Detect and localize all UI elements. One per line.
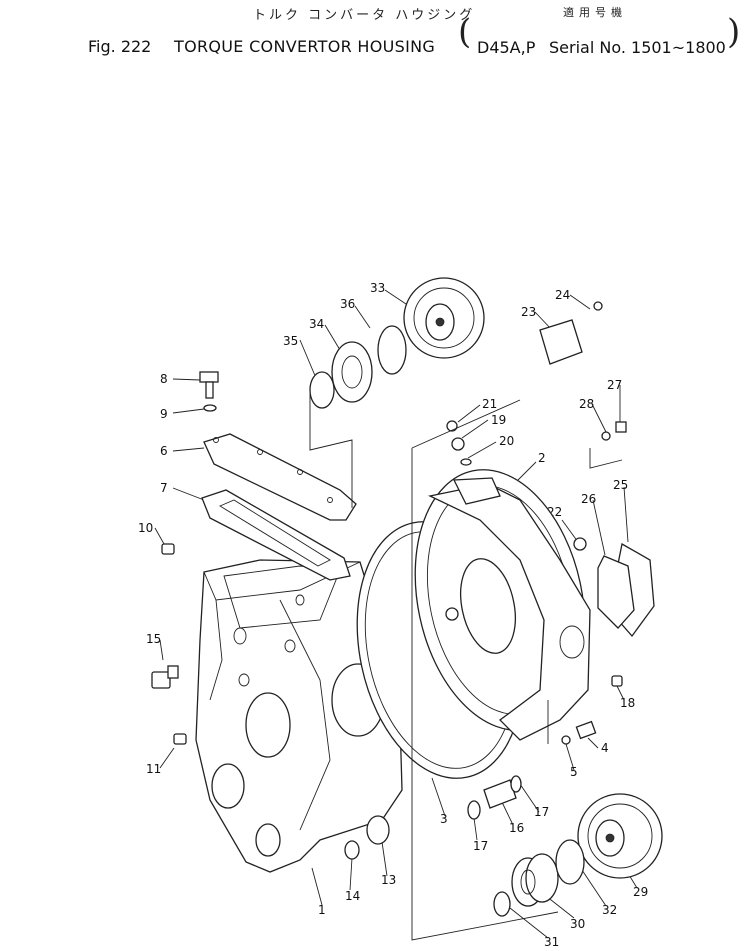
sleeve-16 [467, 775, 522, 820]
callout-5: 5 [570, 765, 578, 779]
bearing-30 [493, 839, 585, 917]
cover-gasket [201, 489, 351, 581]
bolt-8 [199, 371, 219, 412]
plug-11 [173, 733, 187, 745]
flywheel-housing [414, 469, 591, 741]
callout-16: 16 [509, 821, 524, 835]
callout-1: 1 [318, 903, 326, 917]
japanese-applicable-label: 適用号機 [563, 6, 627, 19]
callout-20: 20 [499, 434, 514, 448]
callout-11: 11 [146, 762, 161, 776]
callout-13: 13 [381, 873, 396, 887]
plug-13 [344, 815, 390, 860]
callout-36: 36 [340, 297, 355, 311]
callout-25: 25 [613, 478, 628, 492]
callout-23: 23 [521, 305, 536, 319]
callout-33: 33 [370, 281, 385, 295]
figure-number: Fig. 222 [88, 37, 152, 56]
open-paren: ( [458, 12, 472, 52]
callout-7: 7 [160, 481, 168, 495]
bolt-27-28 [601, 421, 627, 441]
cover-plate [203, 433, 357, 521]
converter-housing [195, 559, 403, 873]
callout-30: 30 [570, 917, 585, 931]
callout-32: 32 [602, 903, 617, 917]
plug-18 [611, 675, 623, 687]
japanese-title: トルク コンバータ ハウジング [253, 8, 476, 23]
callout-26: 26 [581, 492, 596, 506]
callout-14: 14 [345, 889, 360, 903]
callout-3: 3 [440, 812, 448, 826]
callout-29: 29 [633, 885, 648, 899]
assembly-axis-lines [309, 394, 623, 941]
callout-35: 35 [283, 334, 298, 348]
callout-27: 27 [607, 378, 622, 392]
model-label: D45A,P [477, 38, 536, 57]
callout-17-a: 17 [473, 839, 488, 853]
close-paren: ) [727, 12, 741, 52]
callout-21: 21 [482, 397, 497, 411]
bearing-34 [309, 325, 407, 409]
serial-range: Serial No. 1501~1800 [549, 38, 726, 57]
gear-33 [403, 277, 485, 359]
page-title: TORQUE CONVERTOR HOUSING [174, 37, 436, 56]
leader-lines [154, 289, 638, 939]
callout-18: 18 [620, 696, 635, 710]
small-cover-23 [539, 301, 603, 365]
callout-15: 15 [146, 632, 161, 646]
callout-2: 2 [538, 451, 546, 465]
callout-17-b: 17 [534, 805, 549, 819]
fitting-19-21 [446, 420, 472, 466]
plug-22 [445, 537, 587, 621]
callout-8: 8 [160, 372, 168, 386]
plug-15 [151, 665, 179, 689]
callout-4: 4 [601, 741, 609, 755]
cover-25 [597, 542, 655, 638]
callout-34: 34 [309, 317, 324, 331]
callout-19: 19 [491, 413, 506, 427]
callout-10: 10 [138, 521, 153, 535]
callout-28: 28 [579, 397, 594, 411]
callout-9: 9 [160, 407, 168, 421]
plug-10 [161, 543, 175, 555]
bolt-4 [561, 720, 597, 745]
callout-6: 6 [160, 444, 168, 458]
callout-31: 31 [544, 935, 559, 949]
gear-29 [577, 793, 663, 879]
callout-24: 24 [555, 288, 570, 302]
